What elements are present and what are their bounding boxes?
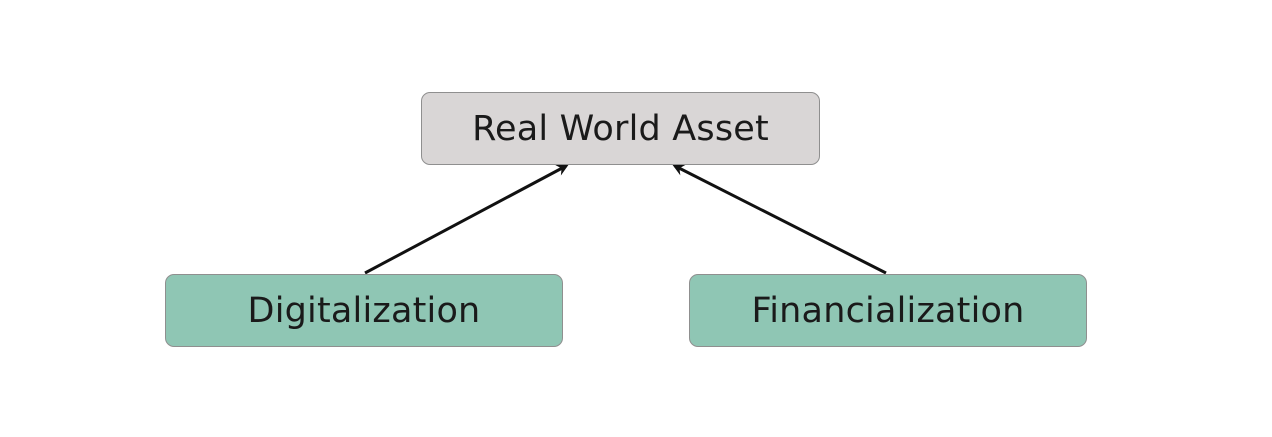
node-label-digitalization: Digitalization (247, 290, 481, 331)
node-digitalization: Digitalization (165, 274, 563, 347)
arrow-financialization-to-real-world-asset (672, 164, 887, 275)
node-label-real-world-asset: Real World Asset (472, 108, 769, 149)
node-financialization: Financialization (689, 274, 1087, 347)
node-real-world-asset: Real World Asset (421, 92, 820, 165)
arrow-digitalization-to-real-world-asset (364, 164, 569, 275)
node-label-financialization: Financialization (751, 290, 1025, 331)
